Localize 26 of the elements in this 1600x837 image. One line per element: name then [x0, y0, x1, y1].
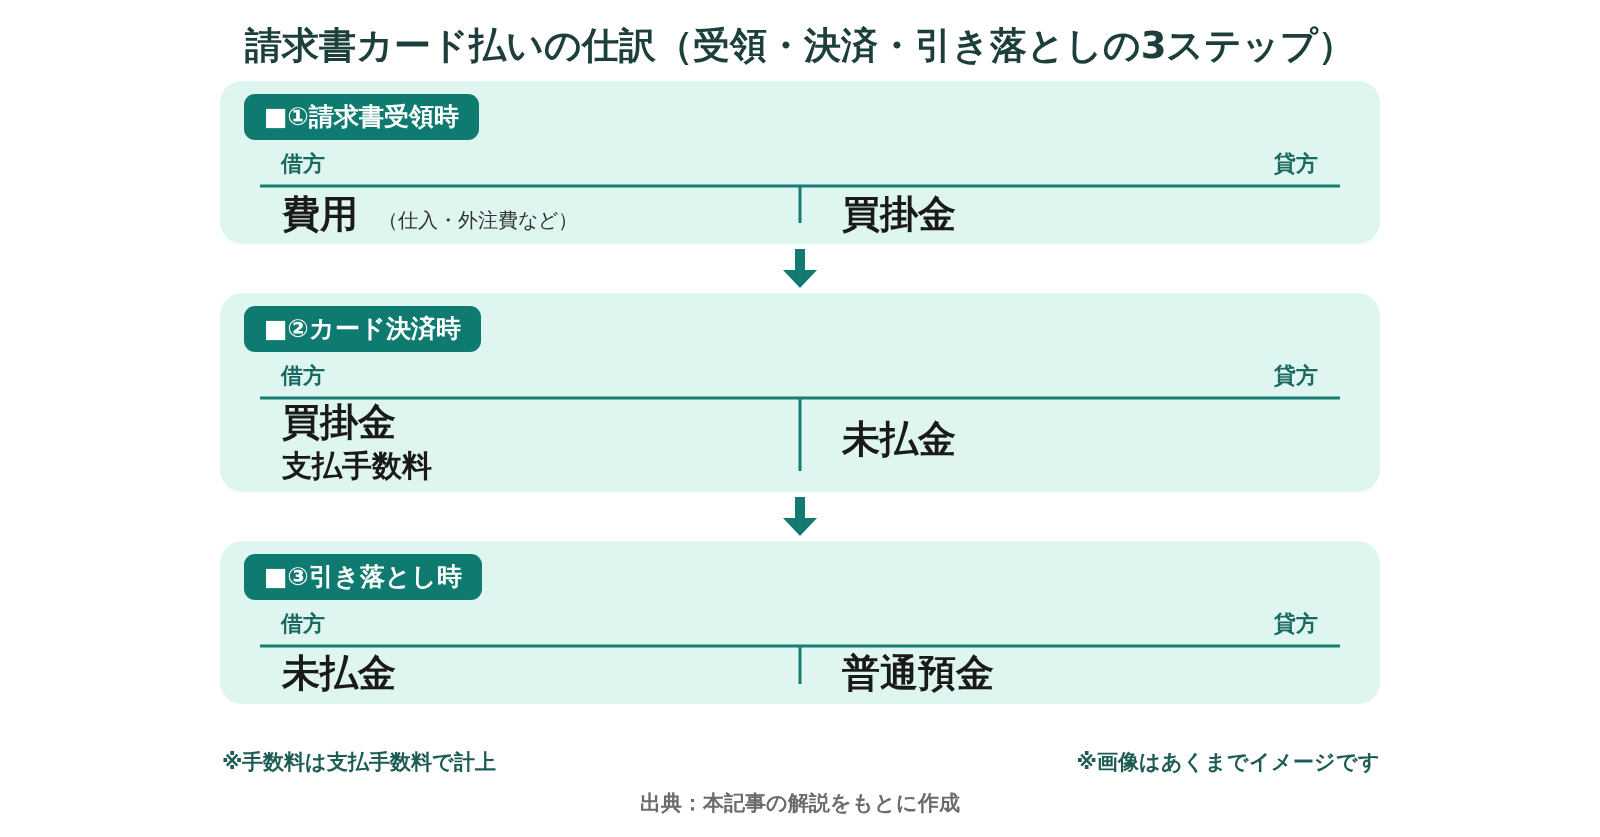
debit-header: 借方: [281, 363, 325, 389]
account-name: 普通預金: [842, 651, 994, 695]
account-name: 未払金: [282, 651, 396, 695]
footnote: ※手数料は支払手数料で計上: [222, 749, 497, 775]
credit-header: 貸方: [1274, 363, 1318, 389]
arrow: [783, 497, 817, 536]
debit-header: 借方: [281, 151, 325, 177]
step-panel: [220, 541, 1380, 704]
debit-header: 借方: [281, 611, 325, 637]
step-badge: ■②カード決済時: [244, 306, 481, 352]
credit-header: 貸方: [1274, 611, 1318, 637]
footnote: ※画像はあくまでイメージです: [1076, 749, 1380, 775]
account-name: 買掛金: [842, 192, 956, 236]
arrow: [783, 249, 817, 288]
account-name: 費用: [282, 192, 358, 236]
diagram-title: 請求書カード払いの仕訳（受領・決済・引き落としの3ステップ）: [244, 24, 1356, 68]
account-name: 買掛金: [282, 400, 396, 444]
step-panel: [220, 293, 1380, 492]
source-note: 出典：本記事の解説をもとに作成: [640, 790, 960, 816]
step-badge: ■③引き落とし時: [244, 554, 482, 600]
account-name: 支払手数料: [282, 448, 432, 484]
step-badge: ■①請求書受領時: [244, 94, 479, 140]
account-name: 未払金: [842, 417, 956, 461]
account-note: （仕入・外注費など）: [378, 208, 578, 232]
credit-header: 貸方: [1274, 151, 1318, 177]
step-panel: [220, 81, 1380, 244]
